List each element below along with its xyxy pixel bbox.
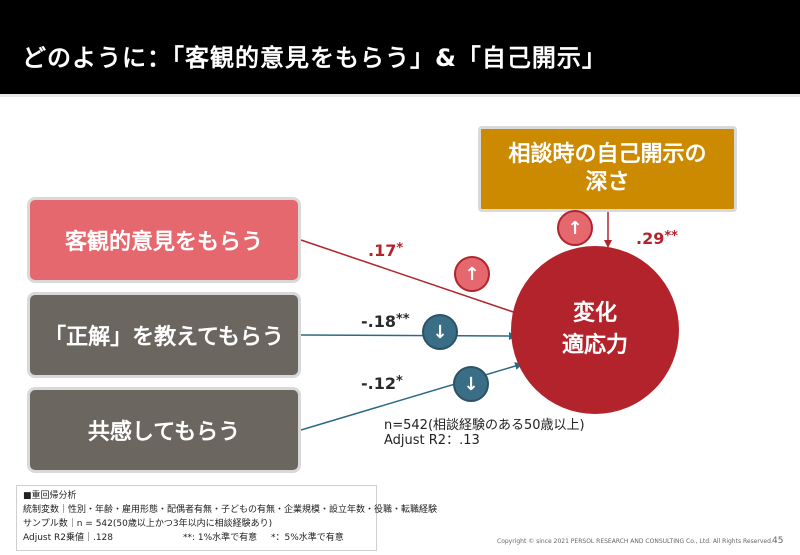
direction-glyph: ↑ — [567, 217, 583, 239]
notes-sig1: **: 1%水準で有意 — [183, 533, 258, 543]
moderator-label-line2: 深さ — [585, 170, 630, 195]
predictor-objective-opinion: 客観的意見をもらう — [27, 197, 301, 283]
notes-stats-row: Adjust R2乗値｜.128 **: 1%水準で有意 *：5%水準で有意 — [23, 531, 370, 545]
coef-significance: ** — [664, 229, 678, 244]
outcome-label-line2: 適応力 — [561, 333, 628, 358]
r2-note: Adjust R2：.13 — [384, 433, 480, 448]
predictor-correct-answer: 「正解」を教えてもらう — [27, 292, 301, 378]
page-number: 45 — [772, 536, 784, 546]
page-title: どのように：「客観的意見をもらう」&「自己開示」 — [22, 44, 607, 72]
model-summary: n=542(相談経験のある50歳以上) Adjust R2：.13 — [384, 418, 585, 448]
notes-sig5: *：5%水準で有意 — [271, 533, 344, 543]
sample-note: n=542(相談経験のある50歳以上) — [384, 418, 585, 433]
down-arrow-icon: ↓ — [422, 314, 458, 350]
predictor-label: 「正解」を教えてもらう — [44, 325, 284, 350]
coef-significance: ** — [395, 312, 410, 327]
moderator-label-line1: 相談時の自己開示の — [508, 142, 707, 167]
coef-objective-opinion: .17* — [368, 241, 403, 260]
direction-glyph: ↓ — [432, 321, 448, 343]
notes-controls: 統制変数｜性別・年齢・雇用形態・配偶者有無・子どもの有無・企業規模・設立年数・役… — [23, 505, 438, 515]
predictor-label: 共感してもらう — [87, 420, 241, 445]
coef-significance: * — [395, 374, 403, 389]
outcome-adaptability: 変化 適応力 — [511, 246, 679, 414]
coef-significance: * — [396, 241, 404, 256]
direction-glyph: ↓ — [463, 373, 479, 395]
title-bar: どのように：「客観的意見をもらう」&「自己開示」 — [0, 0, 800, 94]
copyright-text: Copyright © since 2021 PERSOL RESEARCH A… — [497, 538, 773, 545]
moderator-self-disclosure: 相談時の自己開示の 深さ — [478, 126, 737, 212]
coef-self-disclosure: .29** — [636, 229, 678, 248]
coef-correct-answer: -.18** — [361, 312, 410, 331]
notes-sample: サンプル数｜n = 542(50歳以上かつ3年以内に相談経験あり) — [23, 519, 273, 529]
analysis-notes: ■重回帰分析 統制変数｜性別・年齢・雇用形態・配偶者有無・子どもの有無・企業規模… — [16, 485, 438, 551]
outcome-label-line1: 変化 — [572, 301, 617, 326]
notes-r2: Adjust R2乗値｜.128 — [23, 533, 114, 543]
predictor-label: 客観的意見をもらう — [64, 230, 263, 255]
coef-value: .17 — [368, 241, 397, 260]
header-divider — [0, 94, 800, 97]
coef-value: .29 — [636, 229, 665, 248]
coef-value: -.18 — [361, 312, 396, 331]
down-arrow-icon: ↓ — [453, 366, 489, 402]
notes-title: ■重回帰分析 — [23, 491, 77, 501]
up-arrow-icon: ↑ — [454, 256, 490, 292]
coef-value: -.12 — [361, 374, 396, 393]
coef-empathy: -.12* — [361, 374, 403, 393]
direction-glyph: ↑ — [464, 263, 480, 285]
up-arrow-icon: ↑ — [557, 210, 593, 246]
predictor-empathy: 共感してもらう — [27, 387, 301, 473]
